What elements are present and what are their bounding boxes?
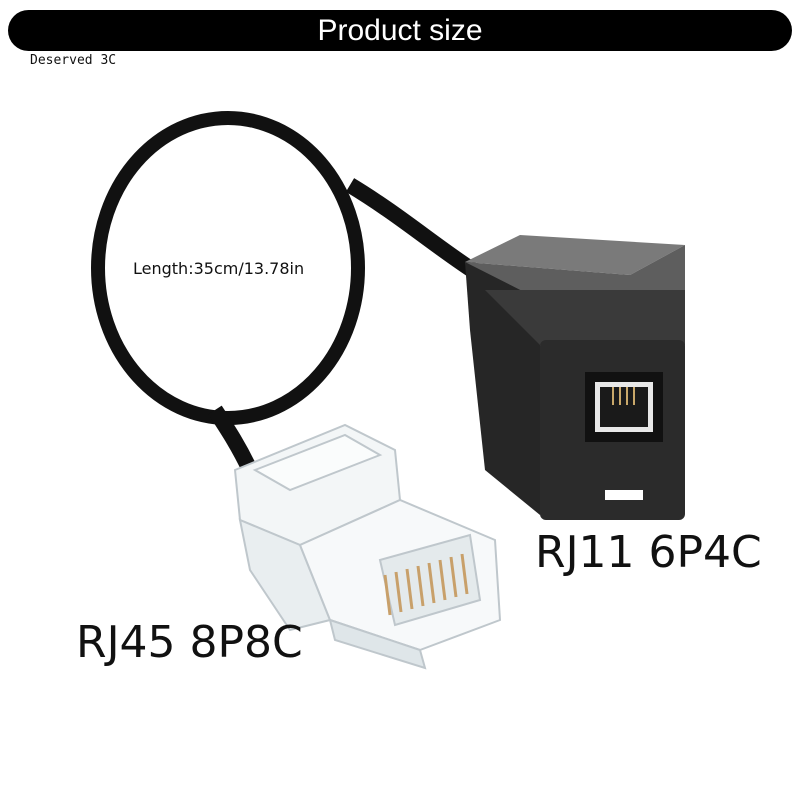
rj45-plug: [233, 423, 502, 670]
length-label: Length:35cm/13.78in: [133, 259, 305, 278]
cable-to-plug: [208, 405, 258, 474]
banner-title: Product size: [317, 13, 483, 47]
title-banner: Product size: [8, 10, 792, 51]
cable-to-jack: [345, 178, 485, 282]
brand-watermark: Deserved 3C: [30, 53, 117, 68]
rj45-label: RJ45 8P8C: [76, 617, 303, 668]
rj11-jack: [465, 235, 685, 520]
rj11-label: RJ11 6P4C: [535, 527, 762, 578]
